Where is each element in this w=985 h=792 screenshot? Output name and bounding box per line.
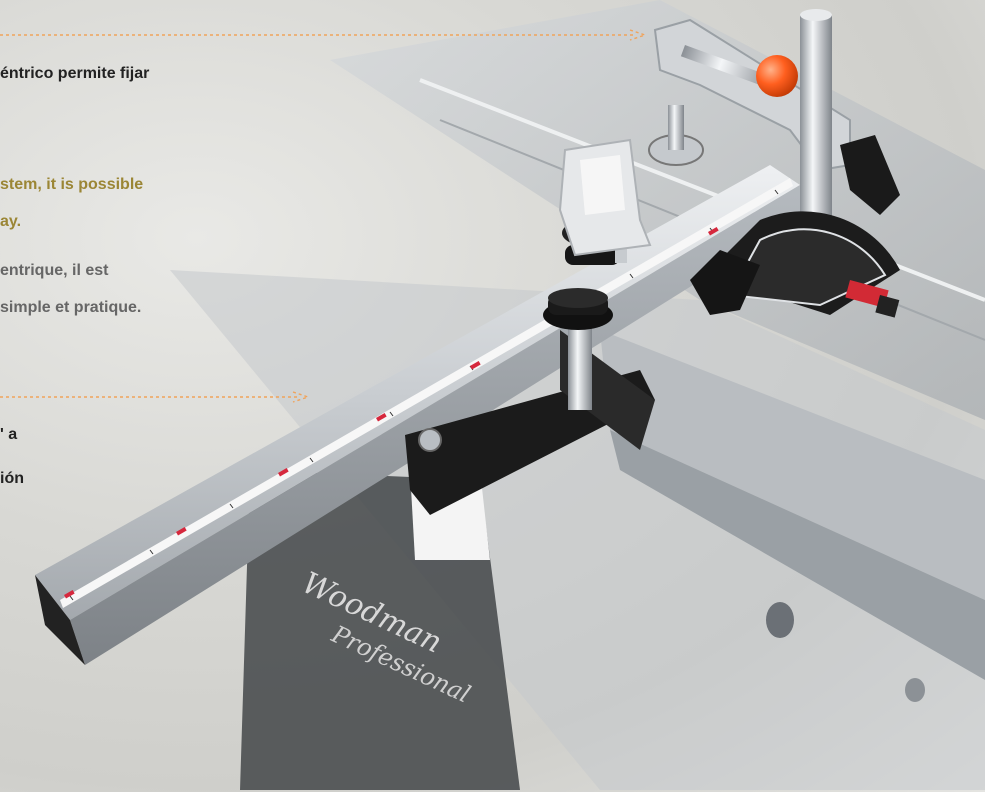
caption-english-line2: ay. [0,213,22,230]
guide-lines [0,29,648,403]
scale-red-marks [64,227,719,599]
caption-french-line2: simple et pratique. [0,299,142,316]
caption-english-line1: stem, it is possible [0,176,144,193]
caption-second-line2: ión [0,470,24,487]
fence-bar [35,165,805,665]
caption-spanish-line1: éntrico permite fijar [0,65,150,82]
clamp-support [558,138,652,257]
flip-stop [405,288,655,515]
caption-french-line1: entrique, il est [0,262,109,279]
miter-protractor [690,135,900,318]
caption-second-line1: ' a [0,426,18,443]
